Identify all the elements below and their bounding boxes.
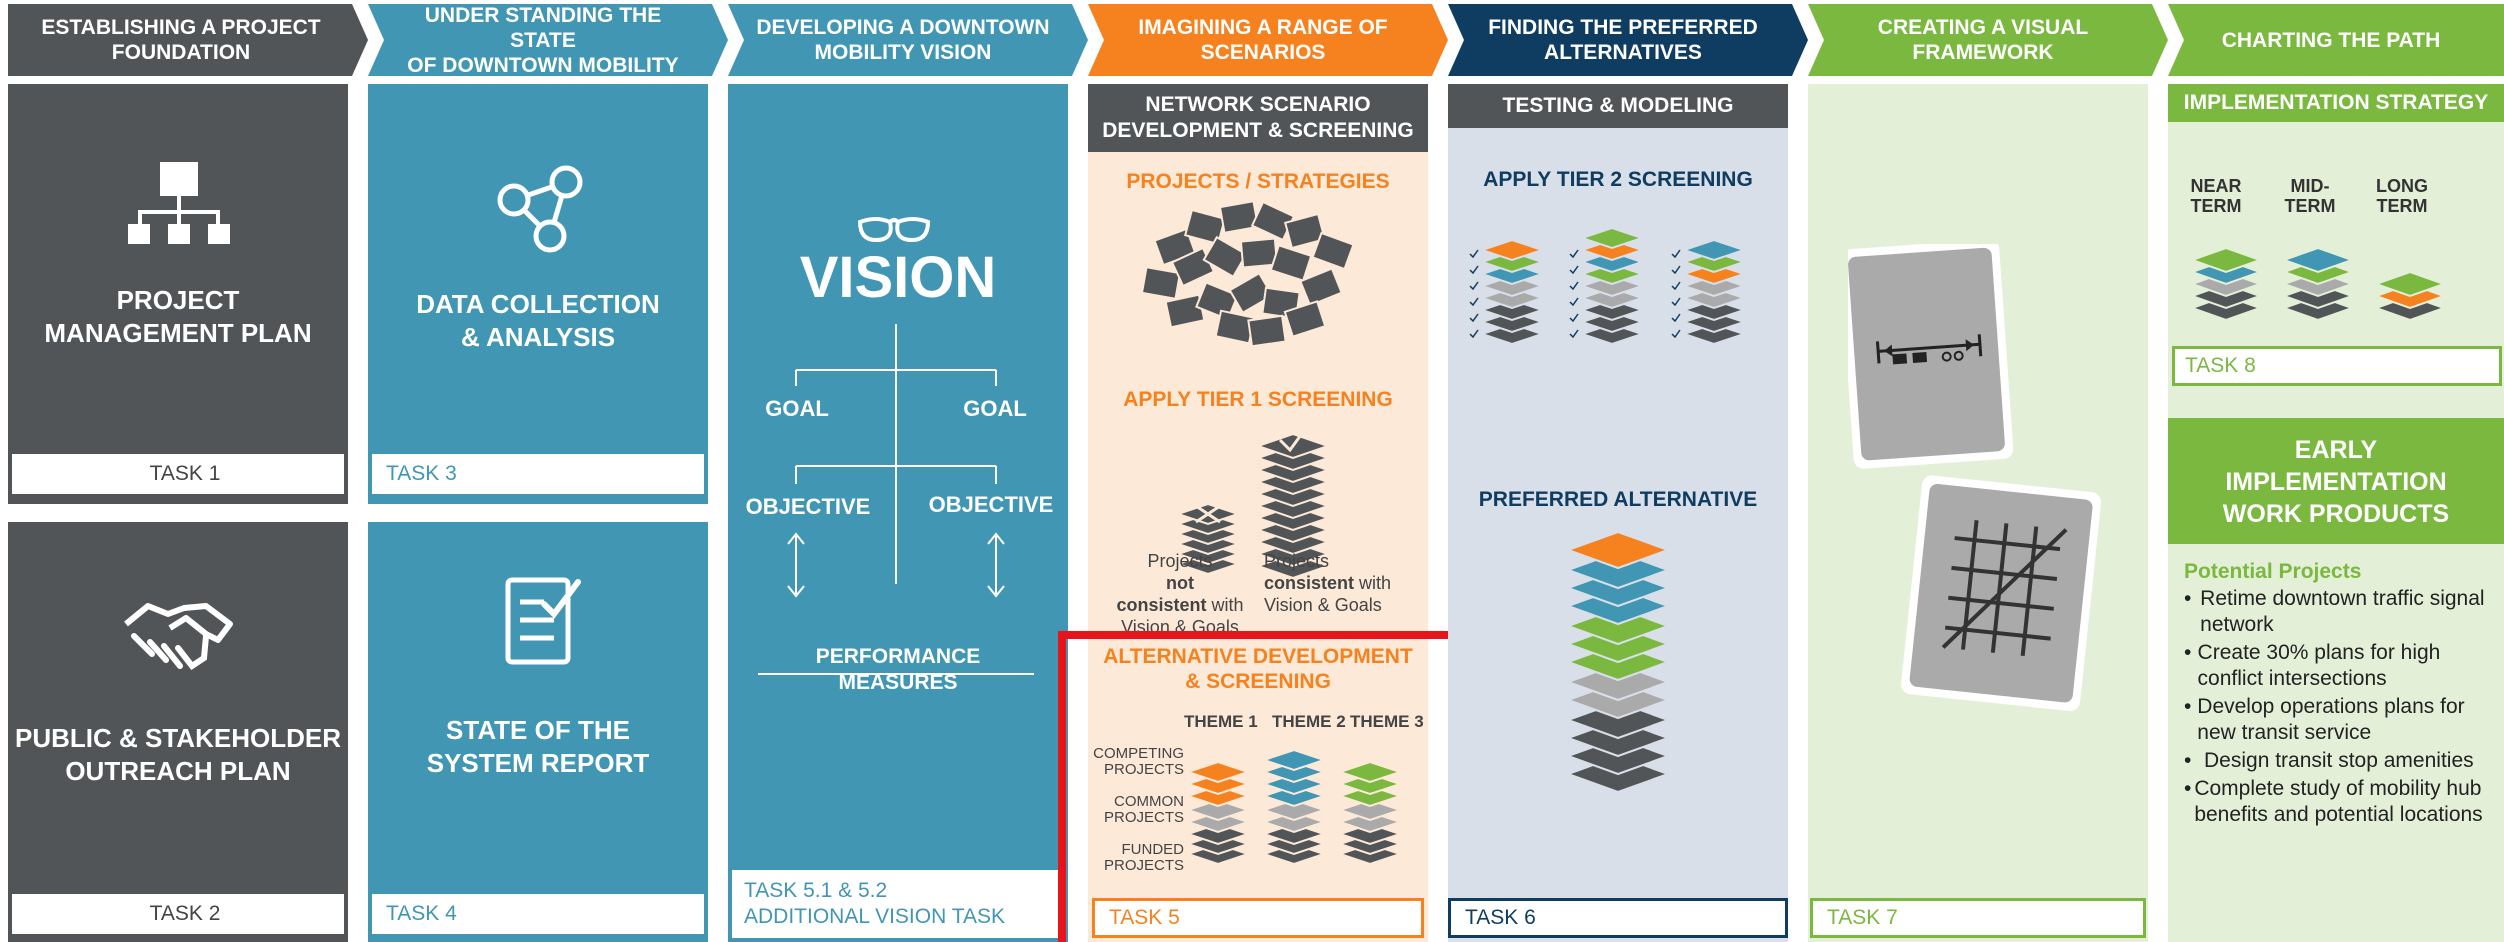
data-collection-title: DATA COLLECTION& ANALYSIS	[416, 289, 660, 352]
task-6-label: TASK 6	[1448, 898, 1788, 938]
header-phase-7: CHARTING THE PATH	[2221, 28, 2441, 52]
header-chevron-4	[1088, 4, 1448, 76]
glasses-icon	[857, 217, 931, 243]
panel-testing: TESTING & MODELING APPLY TIER 2 SCREENIN…	[1448, 84, 1788, 942]
tier-1-project-stacks	[1174, 427, 1332, 580]
scattered-projects-cards	[1140, 200, 1355, 348]
vision-title: VISION	[799, 245, 997, 310]
objective-left-label: OBJECTIVE	[745, 494, 871, 519]
objective-right-label: OBJECTIVE	[928, 492, 1054, 517]
header-chevron-5	[1448, 4, 1808, 76]
implementation-strategy-banner: IMPLEMENTATION STRATEGY	[2168, 84, 2504, 122]
tier-1-screening-label: APPLY TIER 1 SCREENING	[1123, 388, 1393, 411]
list-item: •Create 30% plans for high conflict inte…	[2184, 641, 2441, 690]
preferred-alternative-label: PREFERRED ALTERNATIVE	[1478, 488, 1758, 511]
list-item: •Design transit stop amenities	[2184, 749, 2474, 772]
tier-2-stacks	[1469, 226, 1748, 346]
theme-1-label: THEME 1	[1184, 712, 1258, 731]
header-chevron-2	[368, 4, 728, 76]
testing-modeling-banner: TESTING & MODELING	[1448, 84, 1788, 128]
projects-strategies-label: PROJECTS / STRATEGIES	[1126, 170, 1390, 193]
task-2-label: TASK 2	[12, 894, 344, 934]
potential-projects-area: Potential Projects •Retime downtown traf…	[2168, 544, 2504, 942]
tier-2-screening-label: APPLY TIER 2 SCREENING	[1483, 168, 1753, 191]
potential-projects-heading: Potential Projects	[2184, 560, 2362, 583]
panel-data-collection: DATA COLLECTION& ANALYSIS TASK 3	[368, 84, 708, 504]
task-7-label: TASK 7	[1810, 898, 2146, 938]
theme-2-label: THEME 2	[1272, 712, 1346, 731]
alternative-development-label: ALTERNATIVE DEVELOPMENT& SCREENING	[1103, 645, 1413, 693]
org-chart-icon	[128, 162, 230, 244]
highlight-box	[1058, 631, 1462, 942]
term-stacks	[2188, 246, 2448, 322]
task-1-label: TASK 1	[12, 454, 344, 494]
theme-project-stacks	[1184, 748, 1404, 866]
task-3-label: TASK 3	[372, 454, 704, 494]
preferred-alternative-stack	[1565, 530, 1671, 794]
header-chevron-6	[1808, 4, 2168, 76]
list-item: •Complete study of mobility hub benefits…	[2184, 777, 2483, 826]
goal-left-label: GOAL	[765, 396, 829, 421]
list-item: •Retime downtown traffic signal network	[2184, 587, 2485, 636]
report-checklist-icon	[505, 577, 581, 665]
theme-3-label: THEME 3	[1350, 712, 1424, 731]
potential-projects-list: •Retime downtown traffic signal network …	[2168, 584, 2504, 828]
task-5-label: TASK 5	[1092, 898, 1424, 938]
mid-term-label: MID-TERM	[2284, 176, 2336, 216]
list-item: •Develop operations plans for new transi…	[2184, 695, 2465, 744]
network-nodes-icon	[497, 165, 583, 253]
not-consistent-caption: Projects not consistent with Vision & Go…	[1116, 551, 1244, 637]
handshake-icon	[124, 603, 233, 671]
vision-hierarchy-lines	[758, 324, 1034, 675]
panel-visual-framework: TASK 7	[1808, 84, 2148, 942]
header-chevrons	[8, 4, 2504, 76]
header-chevron-1	[8, 4, 368, 76]
task-8-label: TASK 8	[2172, 346, 2502, 386]
task-4-label: TASK 4	[372, 894, 704, 934]
framework-cards	[1848, 244, 2102, 712]
consistent-caption: Projects consistent with Vision & Goals	[1264, 551, 1392, 615]
grid-map-icon	[1941, 520, 2068, 657]
header-chevron-7	[2168, 4, 2504, 76]
goal-right-label: GOAL	[963, 396, 1027, 421]
street-section-icon	[1875, 334, 1983, 365]
panel-vision: VISION GOAL GOAL OBJECTIVE OBJECTIVE PER…	[728, 84, 1068, 942]
header-chevron-3	[728, 4, 1088, 76]
